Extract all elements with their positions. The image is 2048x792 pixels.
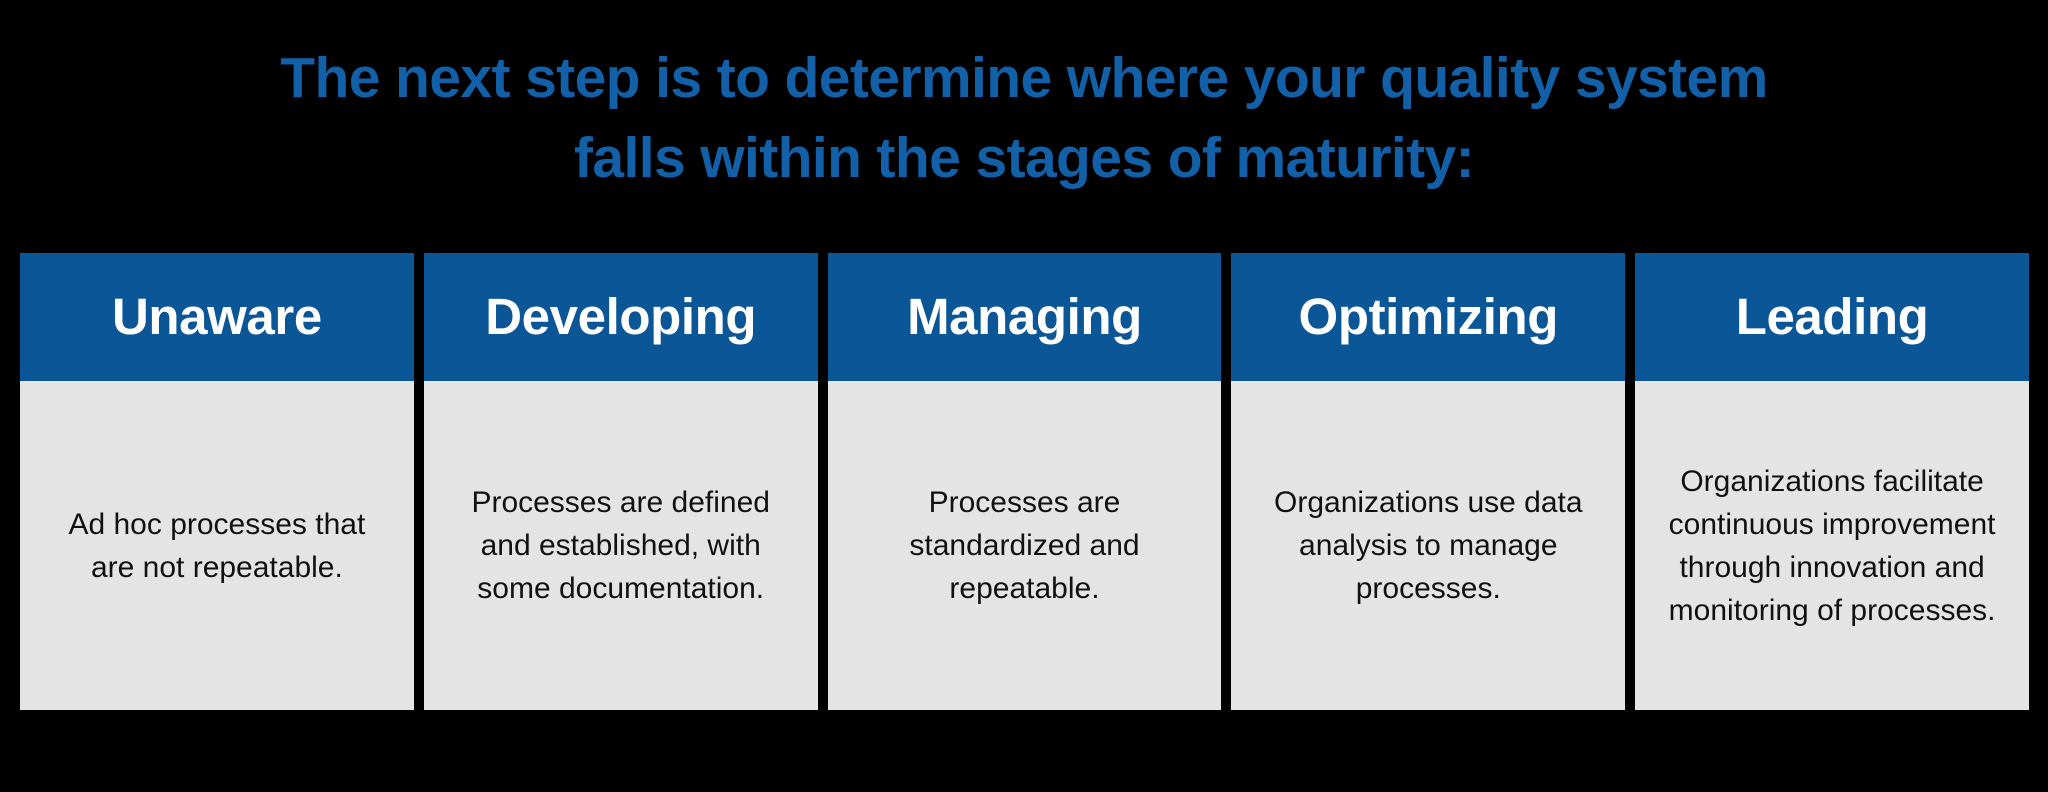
maturity-card-title-optimizing: Optimizing — [1298, 288, 1559, 345]
maturity-card-body-unaware: Ad hoc processes that are not repeatable… — [20, 381, 414, 710]
maturity-card-body-developing: Processes are defined and established, w… — [423, 381, 818, 710]
maturity-card-description-leading: Organizations facilitate continuous impr… — [1668, 464, 1996, 627]
maturity-card-header-managing: Managing — [827, 253, 1222, 381]
maturity-card-header-unaware: Unaware — [20, 253, 414, 381]
page-title-line-1: The next step is to determine where your… — [280, 46, 1768, 110]
page-title-line-2: falls within the stages of maturity: — [573, 126, 1475, 190]
maturity-card-description-developing: Processes are defined and established, w… — [471, 486, 770, 605]
maturity-card-title-leading: Leading — [1735, 288, 1929, 345]
maturity-stage-cards: Unaware Ad hoc processes that are not re… — [20, 253, 2029, 710]
maturity-card-title-unaware: Unaware — [112, 288, 322, 345]
maturity-card-managing: Managing Processes are standardized and … — [827, 253, 1222, 710]
maturity-card-description-managing: Processes are standardized and repeatabl… — [909, 486, 1140, 605]
maturity-card-description-optimizing: Organizations use data analysis to manag… — [1274, 486, 1583, 605]
maturity-card-optimizing: Optimizing Organizations use data analys… — [1231, 253, 1626, 710]
maturity-card-header-optimizing: Optimizing — [1231, 253, 1626, 381]
maturity-card-leading: Leading Organizations facilitate continu… — [1635, 253, 2029, 710]
maturity-card-unaware: Unaware Ad hoc processes that are not re… — [20, 253, 414, 710]
maturity-card-header-leading: Leading — [1635, 253, 2029, 381]
maturity-card-developing: Developing Processes are defined and est… — [423, 253, 818, 710]
maturity-card-description-unaware: Ad hoc processes that are not repeatable… — [68, 507, 366, 584]
page-title: The next step is to determine where your… — [0, 38, 2048, 198]
maturity-card-body-optimizing: Organizations use data analysis to manag… — [1231, 381, 1626, 710]
maturity-card-header-developing: Developing — [423, 253, 818, 381]
maturity-card-body-leading: Organizations facilitate continuous impr… — [1635, 381, 2029, 710]
maturity-card-body-managing: Processes are standardized and repeatabl… — [827, 381, 1222, 710]
maturity-card-title-managing: Managing — [907, 288, 1142, 345]
maturity-card-title-developing: Developing — [485, 288, 757, 345]
